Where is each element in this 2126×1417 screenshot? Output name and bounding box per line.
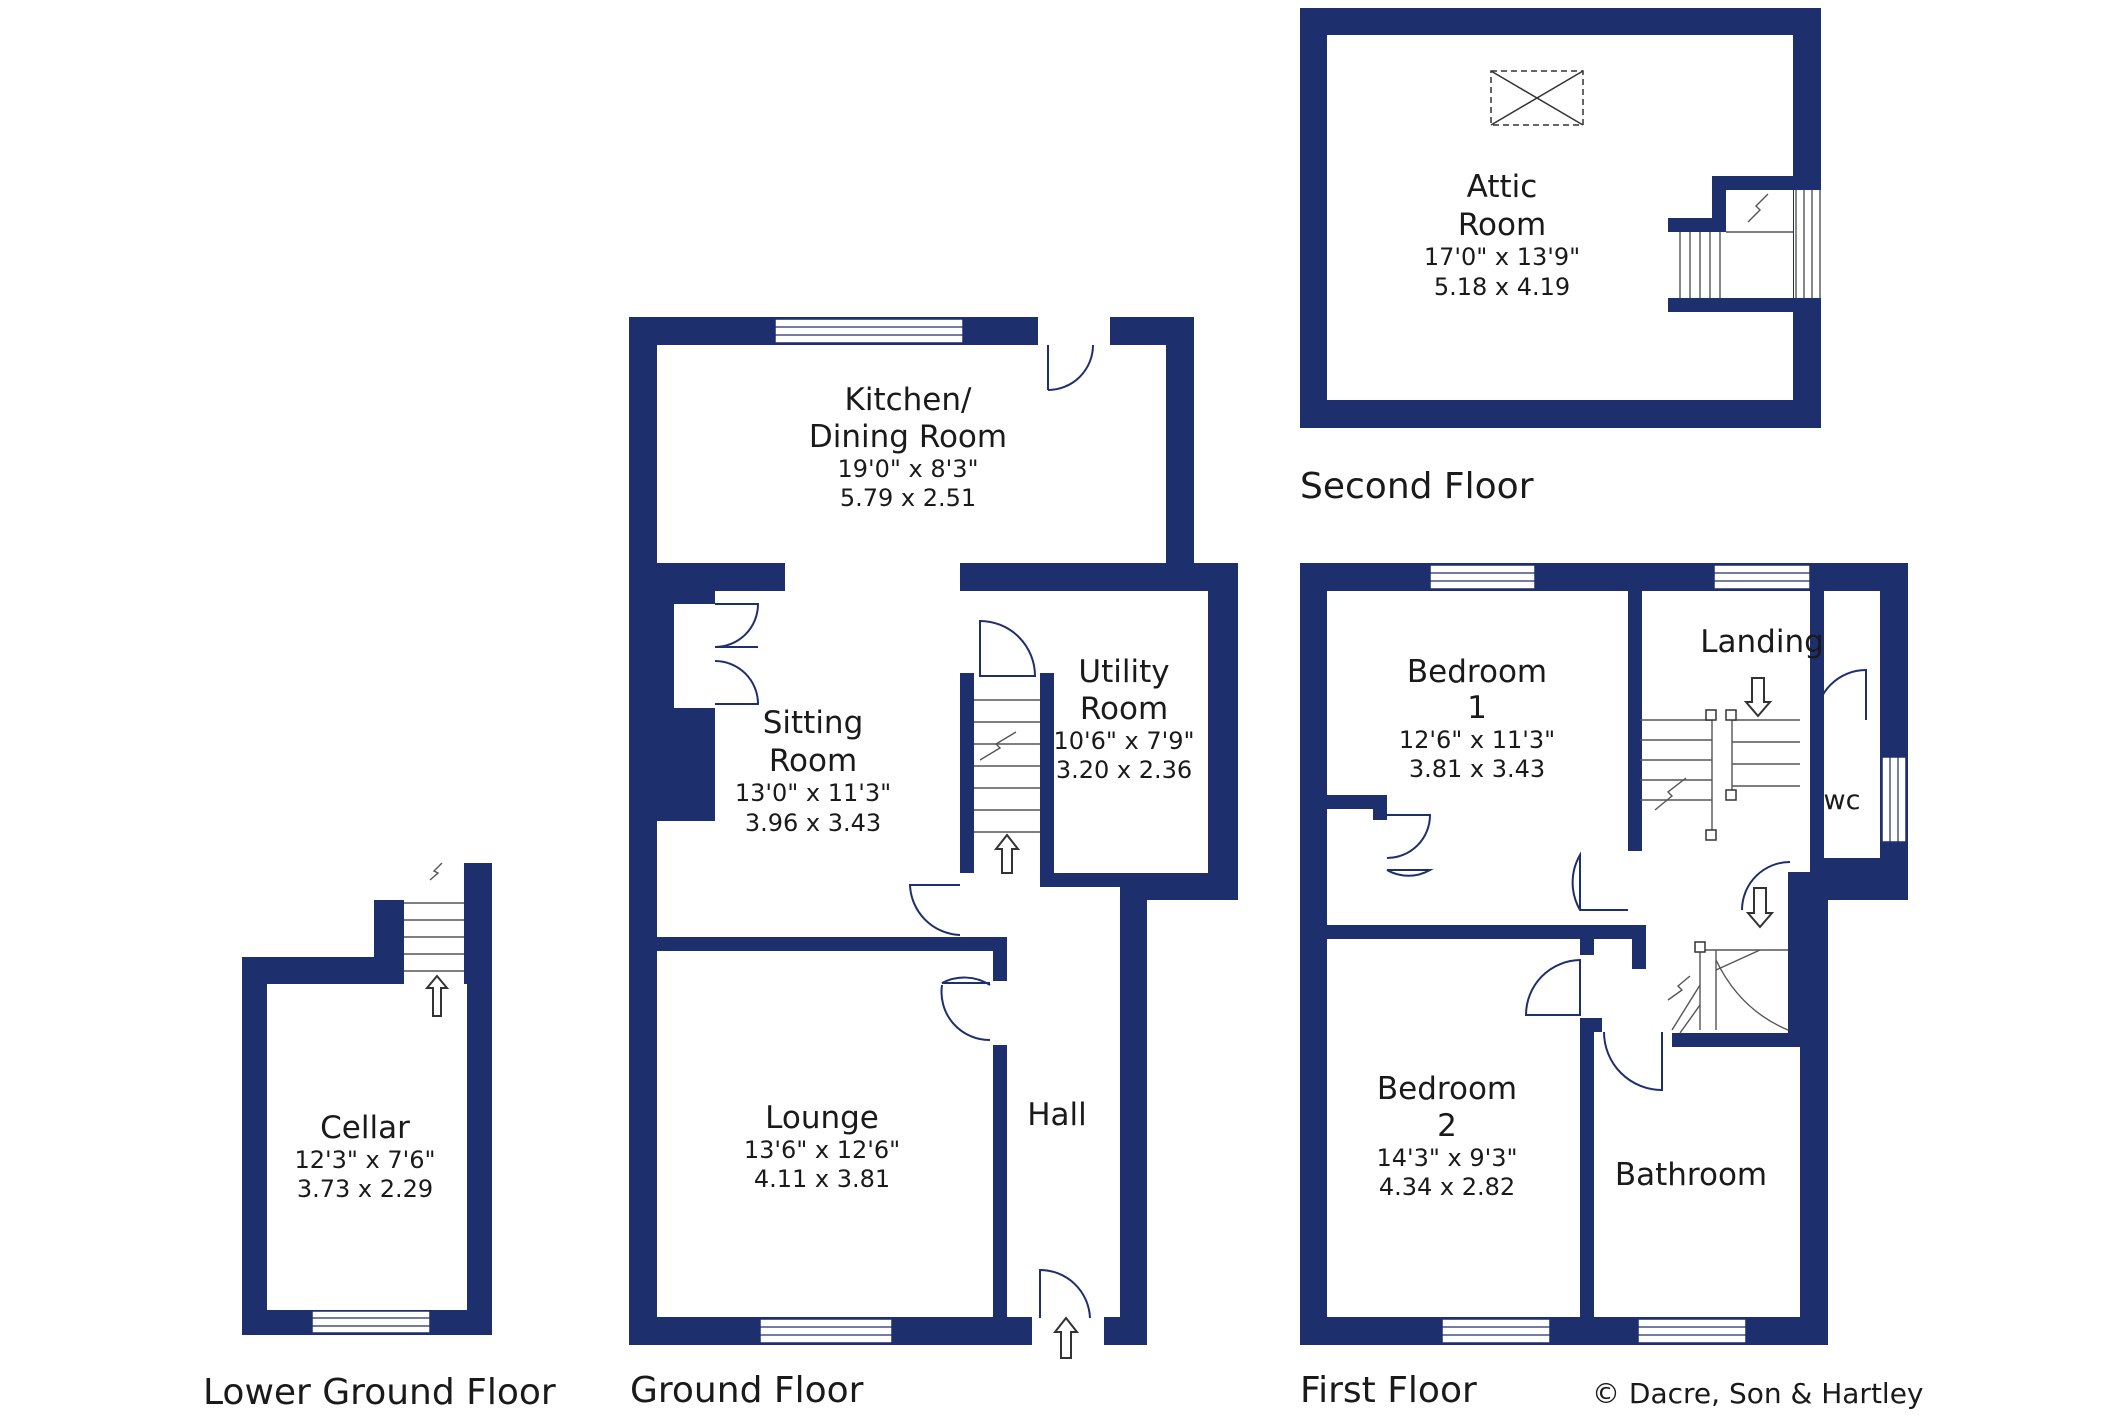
cellar-metric: 3.73 x 2.29 — [297, 1175, 433, 1203]
bedroom2-imperial: 14'3" x 9'3" — [1376, 1144, 1517, 1172]
stair-arrow-icon — [1745, 887, 1775, 929]
attic-name-1: Attic — [1467, 169, 1538, 205]
bedroom2-window — [1441, 1318, 1551, 1344]
skylight-icon — [1490, 70, 1584, 126]
hall-name: Hall — [1027, 1097, 1087, 1133]
lounge-imperial: 13'6" x 12'6" — [744, 1136, 900, 1164]
stairs-door — [979, 619, 1037, 677]
hall-door — [908, 884, 961, 936]
bedroom1-door — [1571, 851, 1628, 911]
attic-name-2: Room — [1458, 207, 1546, 243]
floor-title-ground: Ground Floor — [630, 1370, 864, 1411]
wc-door — [1815, 668, 1867, 721]
first-stairs — [1640, 709, 1800, 1034]
cellar-window — [311, 1310, 431, 1334]
lounge-name: Lounge — [765, 1100, 879, 1136]
bedroom1-name-2: 1 — [1467, 690, 1487, 726]
kitchen-back-door — [1047, 344, 1094, 391]
bathroom-door — [1603, 1031, 1663, 1092]
bedroom2-name-1: Bedroom — [1377, 1071, 1517, 1107]
kitchen-window — [774, 318, 964, 344]
front-door — [1039, 1268, 1091, 1319]
ground-outer-walls — [629, 317, 1238, 1345]
ground-floor-plan: Kitchen/ Dining Room 19'0" x 8'3" 5.79 x… — [629, 316, 1238, 1359]
utility-name-2: Room — [1080, 691, 1168, 727]
attic-imperial: 17'0" x 13'9" — [1424, 243, 1580, 271]
second-floor-plan: Attic Room 17'0" x 13'9" 5.18 x 4.19 — [1300, 8, 1821, 428]
bedroom2-metric: 4.34 x 2.82 — [1379, 1173, 1515, 1201]
wc-name: wc — [1824, 785, 1861, 816]
kitchen-metric: 5.79 x 2.51 — [840, 484, 976, 512]
cellar-name: Cellar — [320, 1110, 410, 1146]
wc-window — [1881, 756, 1907, 843]
sitting-name-1: Sitting — [763, 705, 864, 741]
floor-title-lower-ground: Lower Ground Floor — [203, 1372, 556, 1413]
sitting-imperial: 13'0" x 11'3" — [735, 779, 891, 807]
wardrobe-doors — [1386, 814, 1434, 877]
stair-arrow-icon — [424, 974, 450, 1017]
entrance-arrow-icon — [1052, 1316, 1080, 1359]
bathroom-window — [1637, 1318, 1747, 1344]
lounge-door — [940, 976, 991, 1042]
attic-stairs — [1679, 190, 1821, 298]
kitchen-imperial: 19'0" x 8'3" — [837, 455, 978, 483]
bedroom1-imperial: 12'6" x 11'3" — [1399, 726, 1555, 754]
utility-metric: 3.20 x 2.36 — [1056, 756, 1192, 784]
bedroom1-window — [1429, 564, 1536, 590]
sitting-metric: 3.96 x 3.43 — [745, 809, 881, 837]
kitchen-name-1: Kitchen/ — [845, 382, 973, 418]
landing-name: Landing — [1700, 624, 1824, 660]
cellar-imperial: 12'3" x 7'6" — [294, 1146, 435, 1174]
first-floor-plan: Bedroom 1 12'6" x 11'3" 3.81 x 3.43 Land… — [1300, 563, 1908, 1345]
stair-door — [1741, 861, 1791, 911]
stair-arrow-icon — [993, 833, 1021, 874]
cellar-plan: Cellar 12'3" x 7'6" 3.73 x 2.29 — [242, 862, 492, 1335]
bedroom2-name-2: 2 — [1437, 1108, 1457, 1144]
floor-title-second: Second Floor — [1300, 466, 1534, 507]
bedroom2-door — [1524, 958, 1581, 1016]
lounge-metric: 4.11 x 3.81 — [754, 1165, 890, 1193]
bedroom1-name-1: Bedroom — [1407, 654, 1547, 690]
sitting-cupboard-doors — [714, 603, 760, 705]
utility-imperial: 10'6" x 7'9" — [1053, 727, 1194, 755]
lounge-window — [759, 1318, 893, 1344]
ground-stairs — [974, 699, 1040, 833]
copyright-text: © Dacre, Son & Hartley — [1592, 1377, 1924, 1410]
bedroom1-metric: 3.81 x 3.43 — [1409, 755, 1545, 783]
utility-name-1: Utility — [1078, 654, 1169, 690]
attic-metric: 5.18 x 4.19 — [1434, 273, 1570, 301]
kitchen-name-2: Dining Room — [809, 419, 1007, 455]
stair-arrow-icon — [1743, 677, 1773, 718]
bathroom-name: Bathroom — [1615, 1157, 1767, 1193]
cellar-stairs — [404, 862, 464, 972]
sitting-name-2: Room — [769, 743, 857, 779]
floor-title-first: First Floor — [1300, 1370, 1477, 1411]
landing-window — [1713, 564, 1811, 590]
